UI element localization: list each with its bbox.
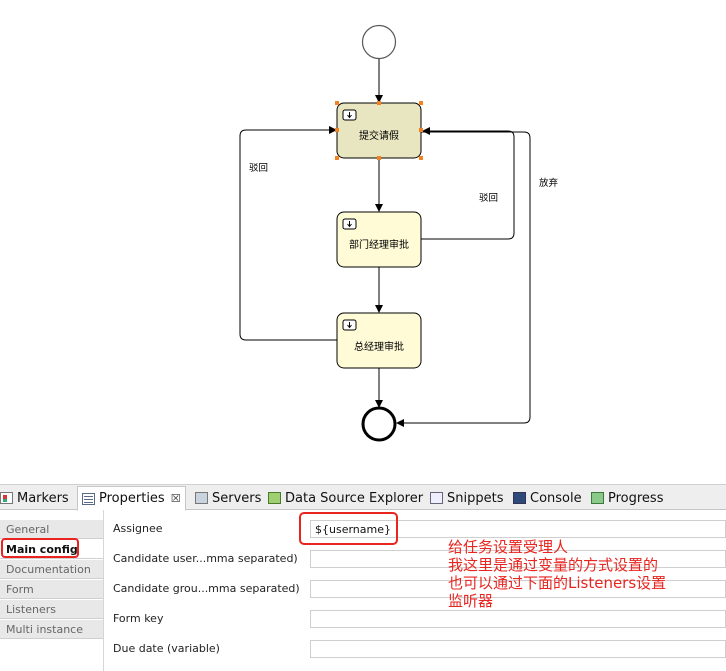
- flow-label-reject-left: 驳回: [249, 163, 268, 174]
- assignee-label: Assignee: [113, 522, 163, 535]
- tab-progress[interactable]: Progress: [591, 486, 663, 510]
- tab-label: Properties: [99, 491, 165, 506]
- markers-icon: [0, 492, 13, 504]
- end-event[interactable]: [361, 406, 397, 442]
- tab-snippets[interactable]: Snippets: [430, 486, 503, 510]
- task-submit-leave[interactable]: 提交请假: [336, 102, 422, 159]
- annotation-line: 监听器: [448, 592, 494, 610]
- tab-markers[interactable]: Markers: [0, 486, 69, 510]
- annotation-line: 给任务设置受理人: [448, 538, 569, 556]
- annotation-note: 给任务设置受理人 我这里是通过变量的方式设置的 也可以通过下面的Listener…: [448, 538, 666, 610]
- servers-icon: [195, 492, 208, 504]
- due-date-label: Due date (variable): [113, 642, 220, 655]
- task-label: 总经理审批: [354, 340, 404, 353]
- tab-label: Markers: [17, 490, 69, 506]
- sidebar-item-listeners[interactable]: Listeners: [0, 600, 103, 619]
- sidebar-item-documentation[interactable]: Documentation: [0, 560, 103, 579]
- process-diagram-canvas[interactable]: 提交请假 部门经理审批 总经理审批 驳回 驳回 放弃: [0, 0, 726, 478]
- candidate-groups-label: Candidate grou...mma separated): [113, 582, 300, 595]
- properties-sidebar: General Main config Documentation Form L…: [0, 520, 103, 640]
- data-source-icon: [268, 492, 281, 504]
- sidebar-item-form[interactable]: Form: [0, 580, 103, 599]
- sidebar-item-general[interactable]: General: [0, 520, 103, 539]
- task-label: 部门经理审批: [349, 238, 409, 251]
- tab-label: Snippets: [447, 490, 504, 506]
- flow-abandon[interactable]: [396, 131, 531, 427]
- assignee-input[interactable]: [310, 520, 726, 538]
- flow-dept-reject[interactable]: [421, 127, 515, 240]
- sidebar-item-multi-instance[interactable]: Multi instance: [0, 620, 103, 639]
- tab-label: Data Source Explorer: [285, 490, 424, 506]
- annotation-line: 我这里是通过变量的方式设置的: [448, 556, 659, 574]
- start-event[interactable]: [361, 24, 397, 60]
- sidebar-divider: [103, 510, 104, 671]
- view-tab-bar: Markers Properties ☒ Servers Data Source…: [0, 484, 726, 511]
- tab-label: Progress: [608, 490, 664, 506]
- tab-properties[interactable]: Properties ☒: [77, 486, 186, 511]
- flow-label-abandon: 放弃: [539, 177, 559, 189]
- flow-label-reject-right: 驳回: [479, 193, 498, 204]
- close-icon[interactable]: ☒: [170, 492, 181, 505]
- properties-icon: [82, 492, 95, 505]
- tab-console[interactable]: Console: [513, 486, 582, 510]
- annotation-highlight-assignee: [299, 512, 398, 545]
- form-key-input[interactable]: [310, 610, 726, 628]
- tab-servers[interactable]: Servers: [195, 486, 261, 510]
- progress-icon: [591, 492, 604, 504]
- due-date-input[interactable]: [310, 640, 726, 658]
- tab-label: Servers: [212, 490, 262, 506]
- tab-label: Console: [530, 490, 582, 506]
- snippets-icon: [430, 492, 443, 504]
- candidate-groups-input[interactable]: [310, 580, 726, 598]
- tab-data-source-explorer[interactable]: Data Source Explorer: [268, 486, 423, 510]
- console-icon: [513, 492, 526, 504]
- annotation-line: 也可以通过下面的Listeners设置: [448, 574, 667, 592]
- selection-handles[interactable]: [335, 101, 423, 160]
- candidate-users-input[interactable]: [310, 550, 726, 568]
- annotation-highlight-main-config: [1, 538, 79, 558]
- candidate-users-label: Candidate user...mma separated): [113, 552, 298, 565]
- task-general-manager-approval[interactable]: 总经理审批: [336, 312, 422, 369]
- flow-gm-reject[interactable]: [239, 126, 337, 341]
- task-dept-manager-approval[interactable]: 部门经理审批: [336, 211, 422, 268]
- task-label: 提交请假: [359, 129, 399, 142]
- sequence-flows: [239, 59, 531, 427]
- bottom-panel: Markers Properties ☒ Servers Data Source…: [0, 484, 726, 671]
- form-key-label: Form key: [113, 612, 164, 625]
